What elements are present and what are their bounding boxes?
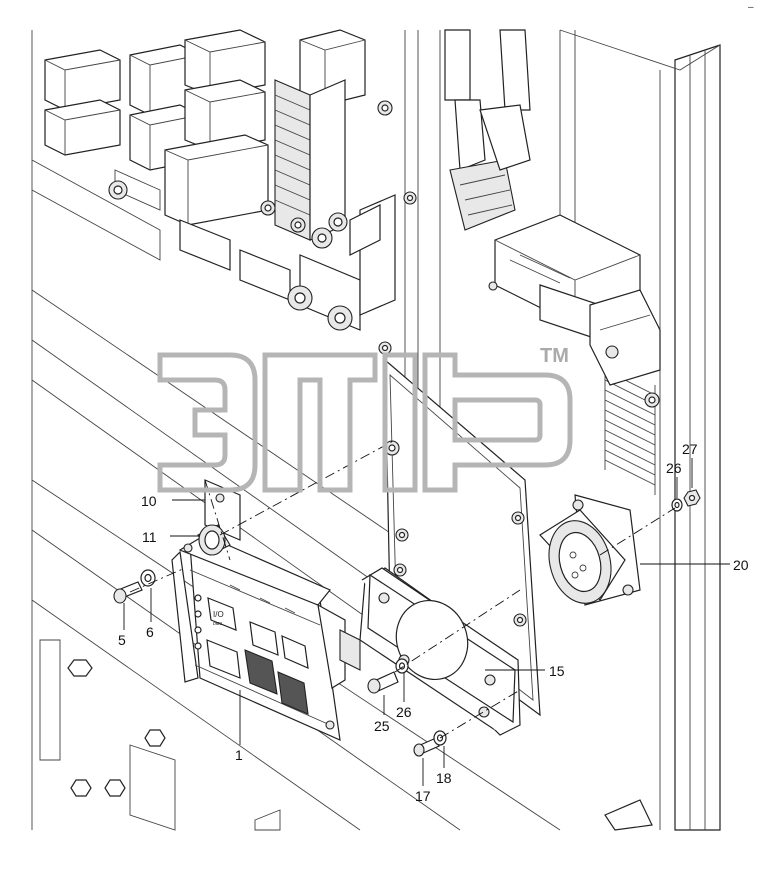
callout-27: 27	[682, 441, 698, 457]
cabinet-frame	[31, 29, 721, 831]
relay-terminal-nuts	[108, 100, 417, 355]
callout-25: 25	[374, 718, 390, 734]
callout-26-right: 26	[666, 460, 682, 476]
part-1-control-panel: I/O ᴅᴍᴏ	[171, 534, 361, 741]
io-label: I/O	[213, 610, 224, 619]
callout-15: 15	[549, 663, 565, 679]
callouts: 10 11 5 6 1 15 20 25 26 17 18 26 27	[118, 441, 749, 804]
leader-lines	[123, 458, 730, 786]
assembly-lines	[129, 439, 676, 739]
part-5-screw	[113, 581, 143, 604]
part-6-washer	[140, 569, 156, 587]
part-27-nut	[683, 489, 701, 507]
callout-10: 10	[141, 493, 157, 509]
callout-26-left: 26	[396, 704, 412, 720]
relay-block	[44, 29, 417, 355]
square-gasket	[359, 567, 521, 736]
part-25-screw	[367, 671, 399, 694]
part-20-round-connector	[539, 494, 641, 606]
callout-18: 18	[436, 770, 452, 786]
callout-1: 1	[235, 747, 243, 763]
part-11-knob	[197, 524, 231, 556]
callout-11: 11	[142, 529, 157, 545]
callout-17: 17	[415, 788, 431, 804]
callout-6: 6	[146, 624, 154, 640]
panel-buttons: I/O ᴅᴍᴏ	[183, 543, 335, 730]
part-17-screw	[413, 737, 440, 757]
callout-5: 5	[118, 632, 126, 648]
callout-20: 20	[733, 557, 749, 573]
harness-connector	[444, 29, 661, 408]
io-sub-label: ᴅᴍᴏ	[213, 621, 222, 627]
corner-mark: –	[748, 2, 754, 13]
part-26-washer-left	[395, 658, 409, 674]
watermark-logo: TM	[157, 345, 573, 493]
trademark-label: TM	[540, 345, 569, 367]
